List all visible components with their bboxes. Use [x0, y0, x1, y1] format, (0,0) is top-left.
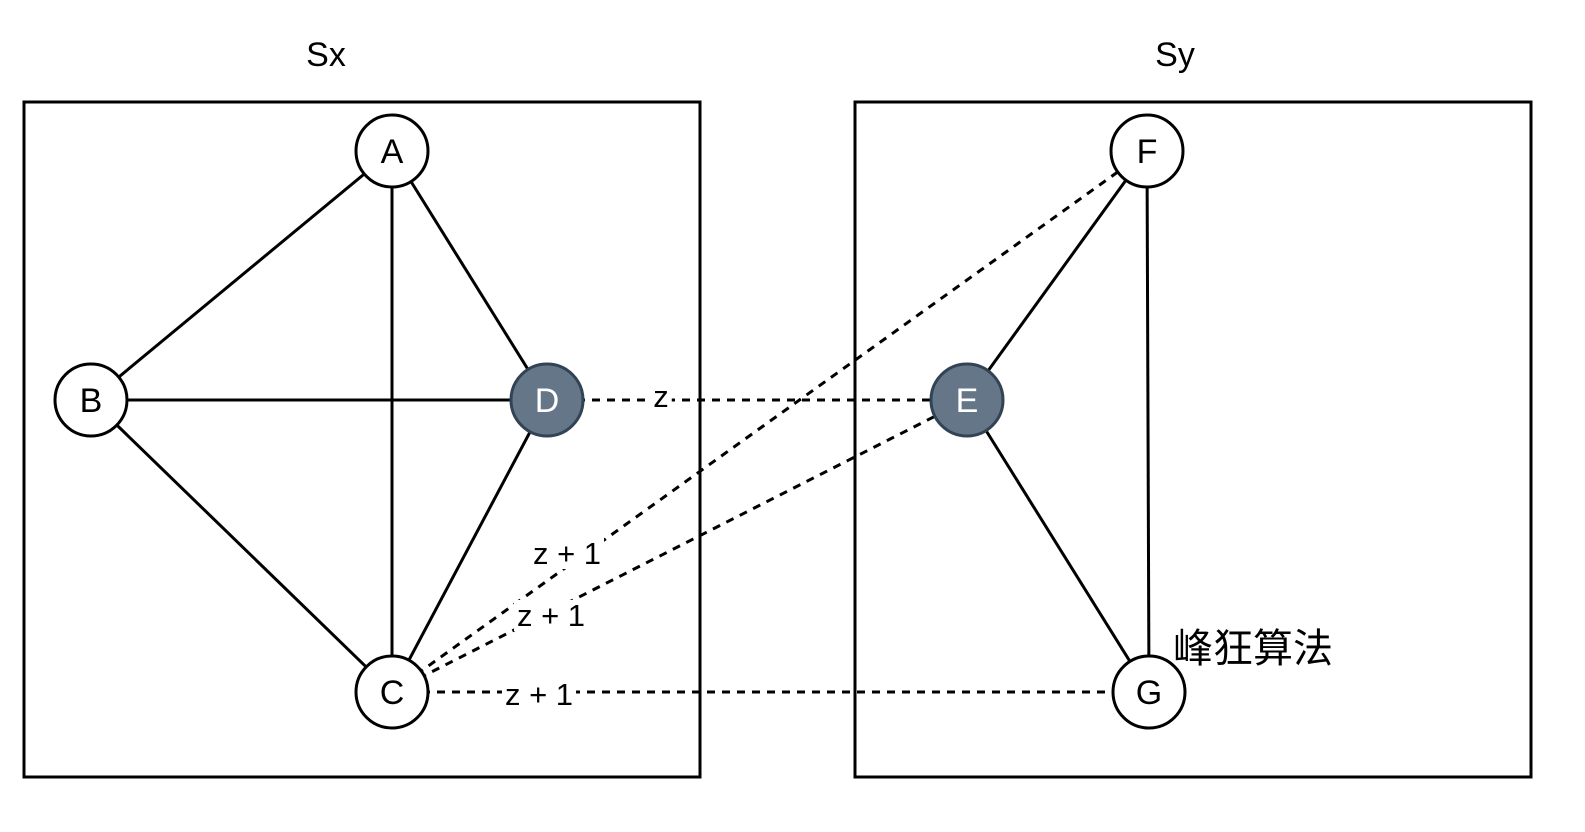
edge-b-c [89, 398, 394, 694]
edge-label-c-f: z + 1 [533, 536, 601, 571]
edge-label-background [529, 538, 605, 569]
watermark-text: 峰狂算法 [1173, 626, 1333, 672]
panel-sx-frame [22, 100, 702, 779]
edge-label-c-e: z + 1 [517, 598, 585, 633]
edge-e-g [965, 399, 1151, 693]
node-b: B [53, 362, 129, 438]
node-e-circle [929, 362, 1005, 438]
edge-label-d-e: z [653, 379, 669, 414]
node-c-circle [354, 654, 430, 730]
edge-labels: z z + 1 z + 1 z + 1 [501, 379, 672, 712]
node-g-label: G [1136, 674, 1162, 712]
graph-nodes: A B C D E F G [53, 113, 1187, 730]
node-f-circle [1109, 113, 1185, 189]
node-a-label: A [381, 133, 404, 171]
edge-e-f [965, 150, 1149, 401]
solid-edges [89, 149, 1151, 694]
node-f-label: F [1137, 133, 1158, 171]
panel-sx-title: Sx [306, 36, 346, 74]
node-g-circle [1111, 654, 1187, 730]
dashed-edge-c-f [391, 149, 1148, 694]
panel-sy-title: Sy [1155, 36, 1195, 74]
node-e: E [929, 362, 1005, 438]
edge-label-background [513, 600, 589, 631]
node-c-label: C [380, 674, 405, 712]
node-a-circle [354, 113, 430, 189]
edge-a-d [390, 150, 549, 401]
node-f: F [1109, 113, 1185, 189]
edge-label-background [501, 679, 577, 710]
node-d-circle [509, 362, 585, 438]
panel-sy-frame [853, 100, 1533, 779]
node-b-label: B [80, 382, 103, 420]
node-a: A [354, 113, 430, 189]
node-b-circle [53, 362, 129, 438]
node-c: C [354, 654, 430, 730]
node-e-label: E [956, 382, 979, 420]
edge-label-c-g: z + 1 [505, 677, 573, 712]
dashed-edges [391, 149, 1149, 694]
edge-c-d [390, 399, 549, 693]
node-g: G [1111, 654, 1187, 730]
edge-f-g [1145, 150, 1151, 693]
node-d: D [509, 362, 585, 438]
edge-label-background [650, 381, 672, 412]
edge-a-b [90, 149, 393, 402]
dashed-edge-c-e [391, 398, 968, 694]
node-d-label: D [535, 382, 560, 420]
